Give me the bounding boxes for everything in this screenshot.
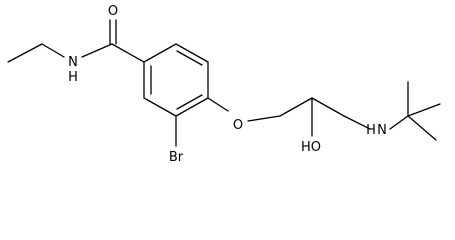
bond-ethyl-ch2-n [41,43,65,58]
bond-ch2-choh [279,97,313,117]
bond-cq-me-right [407,103,441,117]
ring-double-bond-bottom [176,94,203,110]
bond-ring-o [207,97,229,112]
bond-n-carbonyl [81,43,113,58]
carbonyl-oxygen-label: O [108,4,118,19]
bond-ch2-nh [343,115,371,130]
hydroxyl-label: HO [301,140,321,155]
amide-nitrogen-label: N [68,55,78,70]
structure-canvas: O N H Br O HO N H [7,4,441,165]
amide-hydrogen-label: H [68,70,78,85]
amine-hydrogen-label: H [366,123,376,138]
amine-nitrogen-label: N [377,123,387,138]
bromine-label: Br [169,150,184,165]
ring-bond-1 [143,43,177,63]
bond-choh-ch2 [311,97,345,117]
bond-nh-cq [389,115,409,130]
ether-oxygen-label: O [233,118,243,133]
ring-bond-4 [175,97,209,117]
molecule-structure: O N H Br O HO N H [7,4,441,165]
bond-o-ch2 [247,115,281,122]
bond-carbonyl-ring [111,43,145,63]
bond-ethyl-ch3-ch2 [7,43,43,63]
ring-double-bond-top [176,50,203,66]
ring-bond-2 [175,43,209,63]
ring-bond-5 [143,97,177,117]
bond-cq-me-down [407,115,437,141]
